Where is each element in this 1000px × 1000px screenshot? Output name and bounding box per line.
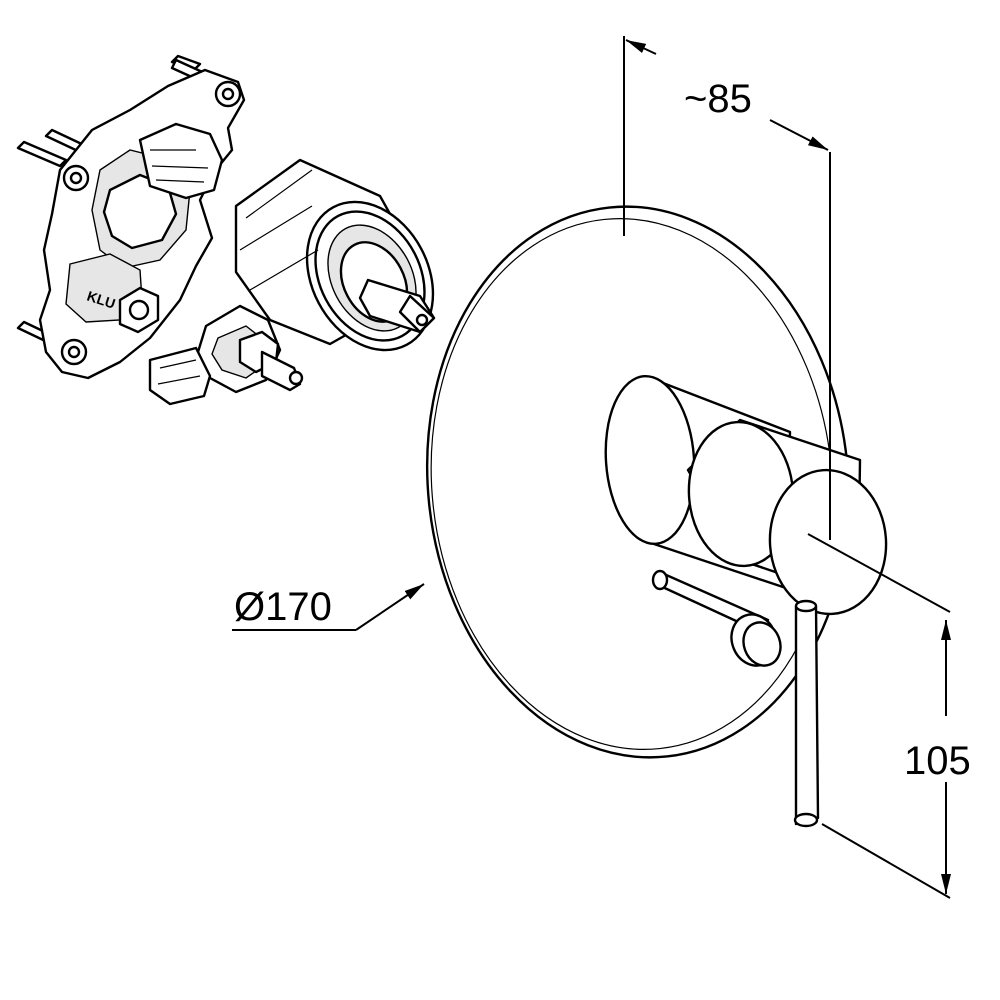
plate-mount-holes bbox=[60, 80, 242, 366]
handle-cap bbox=[768, 468, 888, 616]
dimension-height: 105 bbox=[807, 533, 971, 899]
diameter-label: Ø170 bbox=[234, 585, 332, 629]
trim-assembly bbox=[425, 205, 888, 828]
depth-label: ~85 bbox=[684, 77, 752, 121]
diverter-lever bbox=[651, 569, 782, 667]
height-label: 105 bbox=[904, 739, 971, 783]
dimension-depth: ~85 bbox=[623, 36, 831, 540]
rough-in-valve-body: KLU bbox=[16, 54, 436, 406]
diverter-stem bbox=[148, 304, 304, 406]
mixer-lever bbox=[793, 599, 820, 828]
cartridge-cylinder bbox=[234, 158, 436, 352]
dimension-diameter: Ø170 bbox=[232, 583, 425, 631]
